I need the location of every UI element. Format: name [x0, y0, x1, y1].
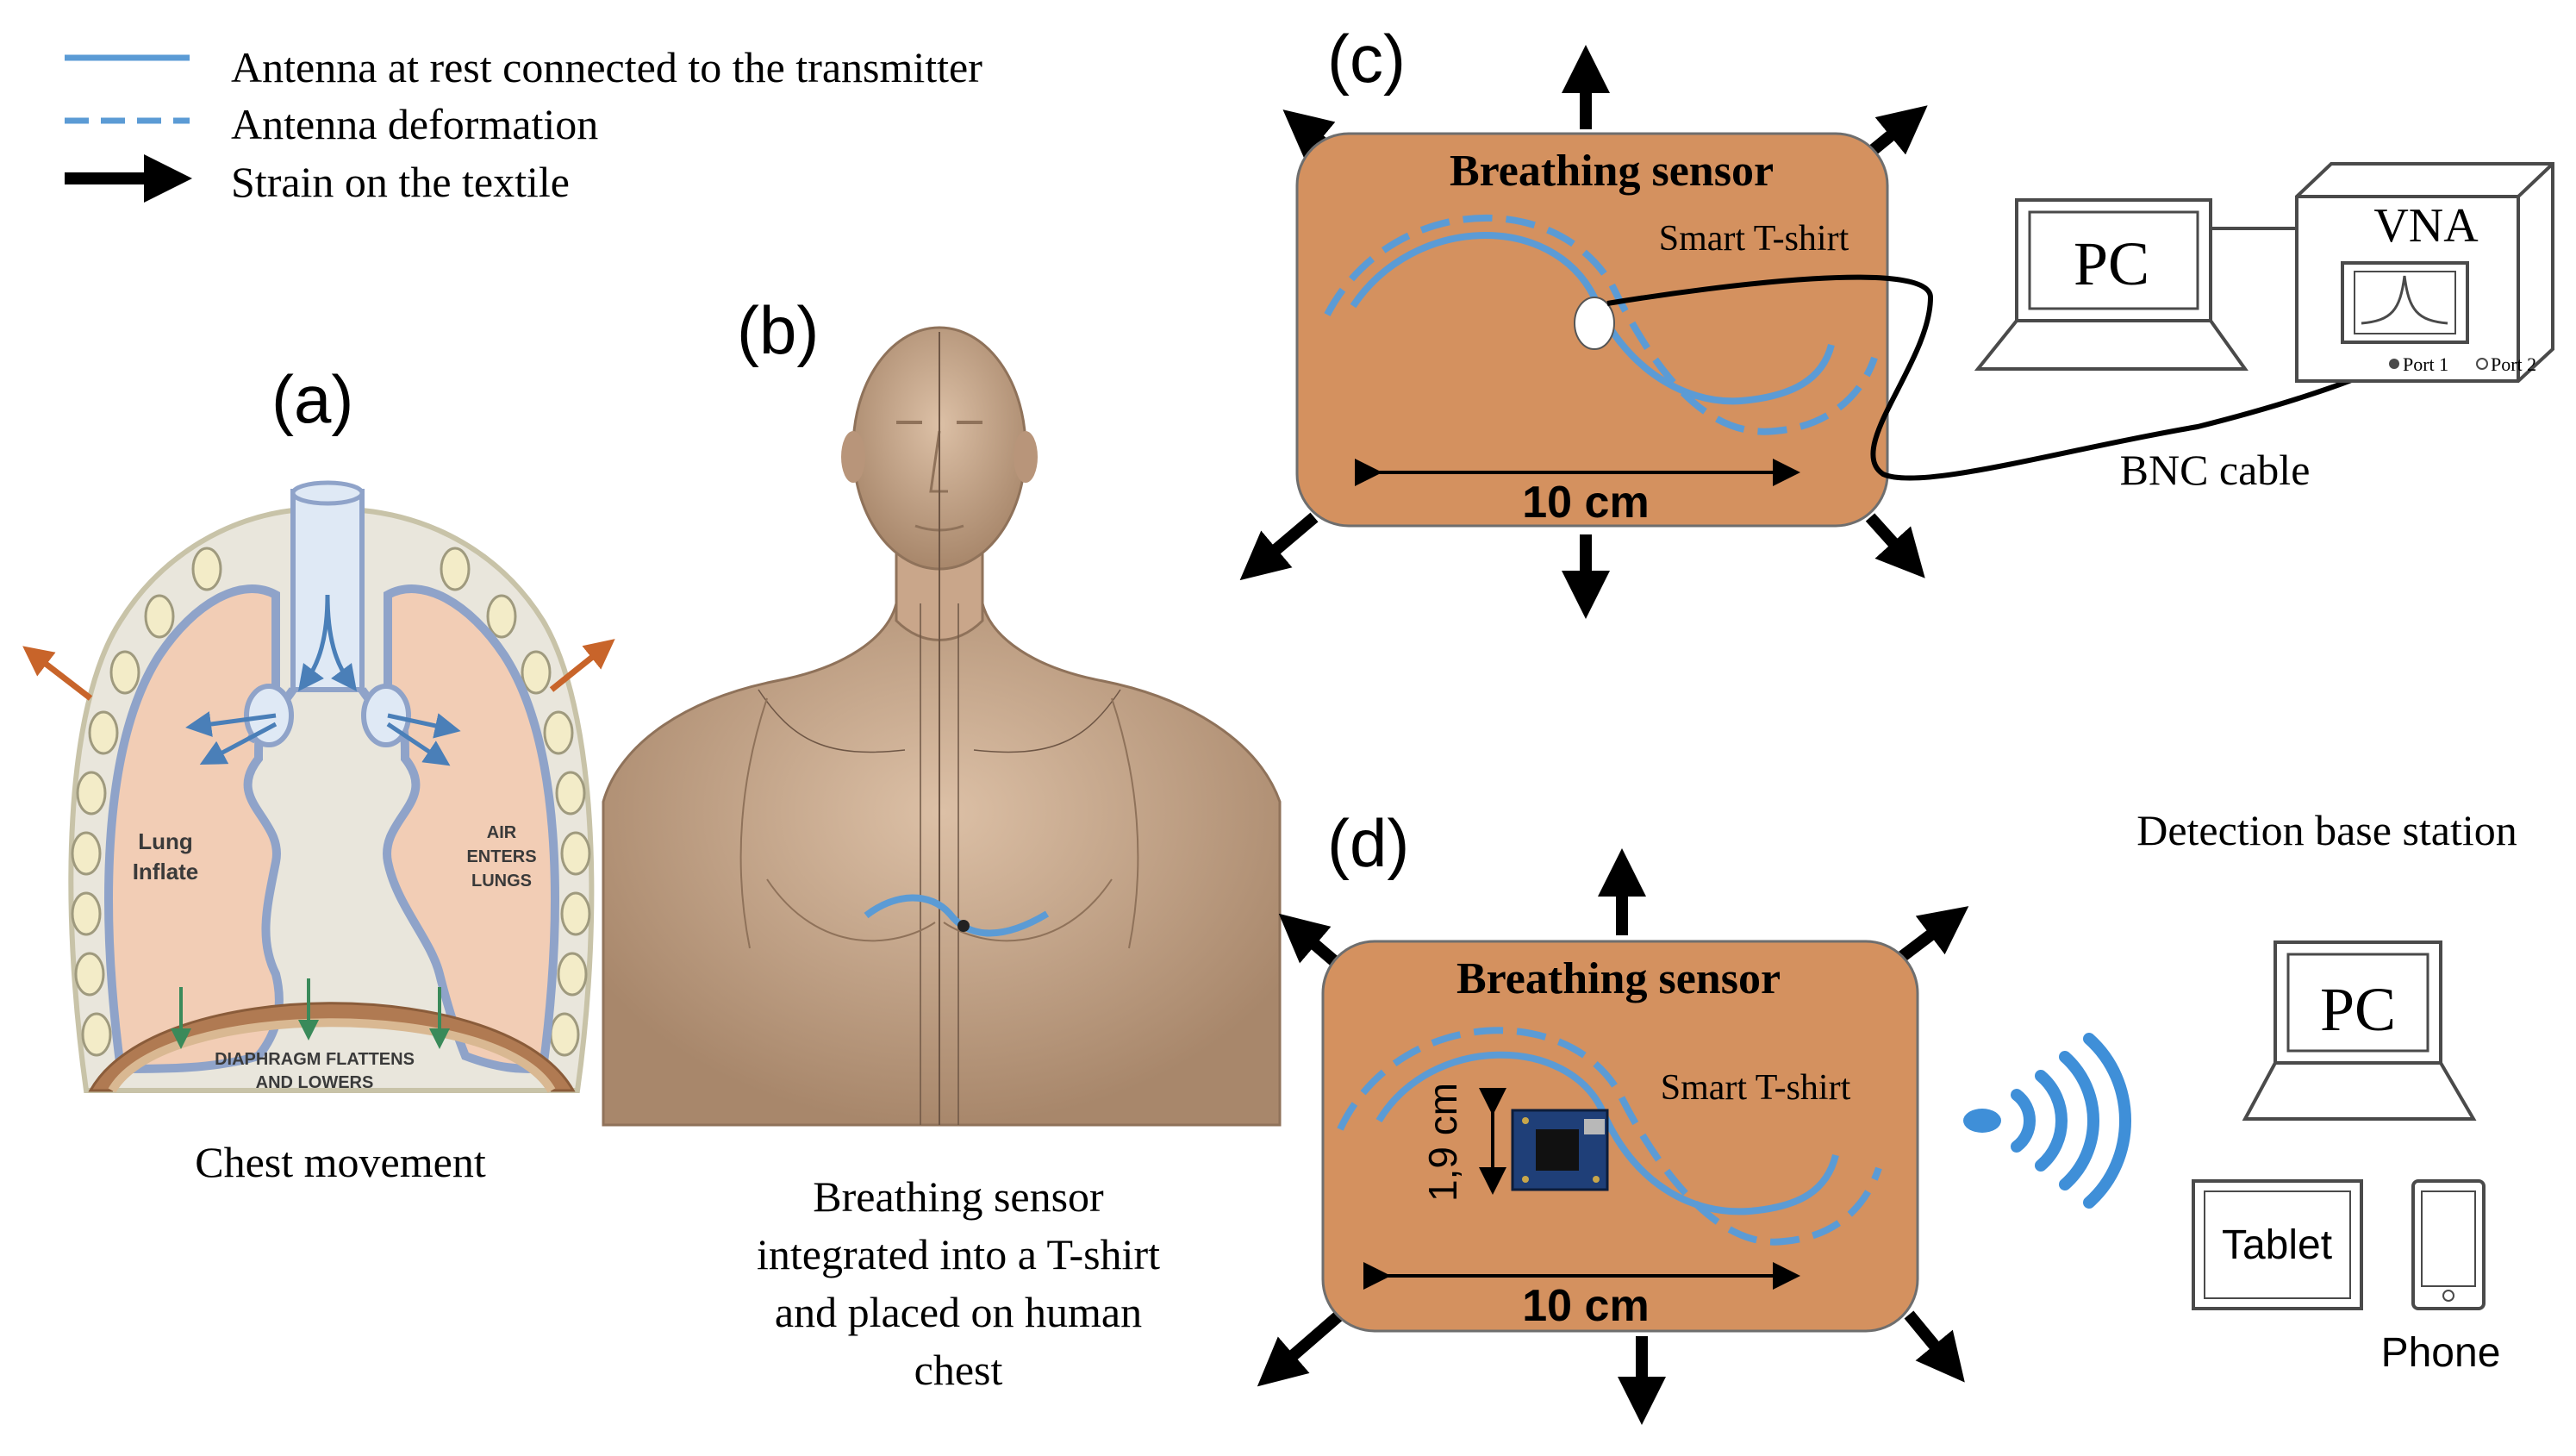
- wireless-signal-icon: [1963, 1033, 2131, 1209]
- panel-a: (a): [22, 361, 615, 1186]
- panel-b-caption-3: and placed on human: [775, 1288, 1142, 1336]
- panel-d-phone: Phone: [2381, 1179, 2501, 1376]
- panel-c-antenna: [1350, 232, 1835, 405]
- panel-d-tshirt-label: Smart T-shirt: [1661, 1068, 1851, 1108]
- human-torso: [602, 326, 1282, 1127]
- panel-d-height-dimension: 1,9 cm: [1420, 1083, 1465, 1202]
- chest-antenna: [864, 894, 1050, 937]
- panel-d-antenna: [1375, 1051, 1839, 1215]
- panel-d-sensor-patch: [1321, 940, 1919, 1333]
- panel-d: (d) Breathing sensor Smart T-shirt: [1257, 805, 2517, 1425]
- panel-d-tablet: Tablet: [2192, 1179, 2363, 1310]
- panel-c-cable-label: BNC cable: [2120, 446, 2311, 494]
- panel-c-tag: (c): [1327, 21, 1406, 97]
- air-label-2: ENTERS: [466, 847, 536, 866]
- panel-c-vna-label: VNA: [2373, 199, 2479, 253]
- panel-c-antenna-deformed: [1324, 214, 1878, 435]
- panel-c-bnc-cable: [1606, 274, 2389, 481]
- lung-label-1: Lung: [138, 828, 193, 854]
- expansion-arrow-left: [22, 646, 93, 701]
- legend: Antenna at rest connected to the transmi…: [65, 43, 982, 206]
- panel-c-pc-label: PC: [2074, 229, 2149, 298]
- chest-connector: [957, 920, 970, 932]
- rib-bones: [71, 547, 591, 1057]
- panel-b-tag: (b): [737, 292, 819, 368]
- panel-c-dimension: 10 cm: [1522, 478, 1649, 528]
- air-label-1: AIR: [487, 823, 517, 842]
- air-label-3: LUNGS: [471, 872, 532, 890]
- panel-d-tablet-label: Tablet: [2222, 1222, 2332, 1268]
- diaphragm-band: [108, 1018, 556, 1093]
- panel-b-caption-2: integrated into a T-shirt: [757, 1230, 1160, 1278]
- panel-a-caption: Chest movement: [195, 1138, 486, 1186]
- panel-c-connector: [1574, 297, 1615, 350]
- panel-c-port2: Port 2: [2491, 353, 2536, 375]
- airflow-arrows: [185, 594, 461, 766]
- legend-solid-label: Antenna at rest connected to the transmi…: [231, 43, 982, 91]
- diaphragm-label-1: DIAPHRAGM FLATTENS: [215, 1050, 415, 1069]
- panel-b-caption-4: chest: [914, 1346, 1003, 1394]
- legend-arrow-label: Strain on the textile: [231, 158, 570, 206]
- panel-c-pc: PC: [1974, 198, 2249, 371]
- panel-c-vna: VNA Port 1 Port 2: [2295, 162, 2554, 383]
- panel-b-caption-1: Breathing sensor: [813, 1172, 1104, 1221]
- trachea-top: [290, 480, 365, 506]
- panel-c: (c) Breathing sensor Smart T-shirt 10 cm…: [1239, 21, 2554, 619]
- panel-d-sensor-title: Breathing sensor: [1456, 954, 1781, 1003]
- panel-c-port1: Port 1: [2403, 353, 2448, 375]
- left-lung: [104, 584, 284, 1074]
- base-station-label: Detection base station: [2136, 806, 2517, 854]
- expansion-arrow-right: [549, 639, 615, 692]
- panel-d-dimension: 10 cm: [1522, 1281, 1649, 1331]
- panel-a-tag: (a): [271, 361, 353, 437]
- diaphragm-label-2: AND LOWERS: [256, 1073, 374, 1092]
- panel-c-sensor-title: Breathing sensor: [1450, 147, 1774, 196]
- panel-d-phone-label: Phone: [2381, 1330, 2501, 1376]
- panel-c-tshirt-label: Smart T-shirt: [1659, 219, 1849, 259]
- panel-d-antenna-deformed: [1337, 1027, 1882, 1246]
- panel-d-tag: (d): [1327, 805, 1409, 881]
- legend-dashed-label: Antenna deformation: [231, 100, 598, 148]
- panel-d-transmitter-board: [1511, 1109, 1609, 1191]
- diaphragm-arrows: [171, 978, 450, 1049]
- panel-d-strain-arrows: [1257, 848, 1969, 1425]
- panel-d-pc: PC: [2242, 940, 2477, 1121]
- trachea: [290, 489, 365, 692]
- panel-d-pc-label: PC: [2320, 975, 2396, 1044]
- lung-label-2: Inflate: [133, 859, 199, 884]
- panel-b: (b) Breathing sensor integrated into a T…: [602, 292, 1282, 1394]
